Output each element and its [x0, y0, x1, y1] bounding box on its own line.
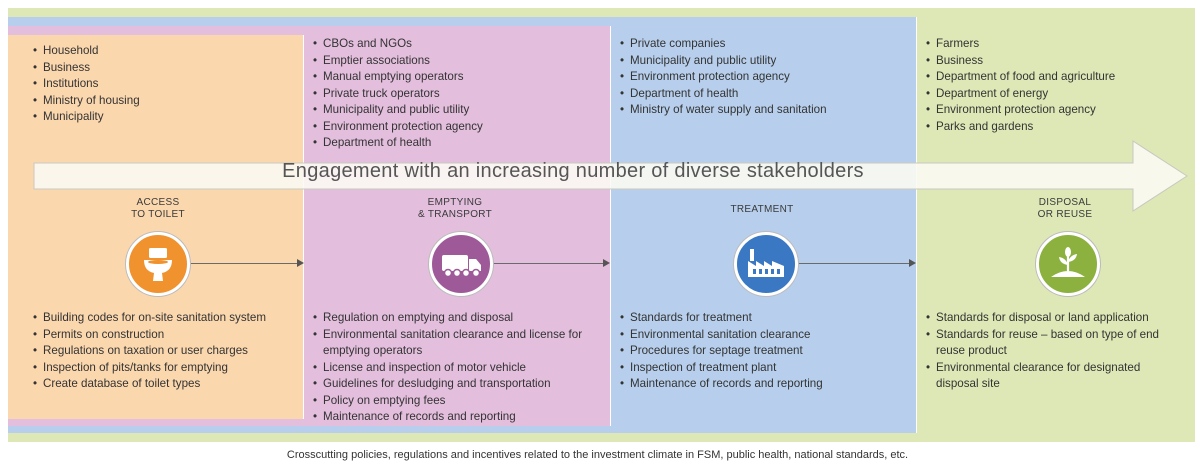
list-item: Private truck operators	[313, 86, 483, 103]
stage-title-emptying: EMPTYING & TRANSPORT	[390, 197, 520, 221]
flow-arrowhead	[909, 259, 916, 267]
list-item: Environmental clearance for designated d…	[926, 360, 1176, 393]
list-item: Emptier associations	[313, 53, 483, 70]
panel-divider	[610, 26, 611, 426]
panel-divider	[916, 17, 917, 433]
list-item: Environment protection agency	[926, 102, 1115, 119]
list-item: Farmers	[926, 36, 1115, 53]
plant-icon	[1036, 232, 1100, 296]
stage-title-line: EMPTYING	[427, 197, 483, 208]
flow-line	[795, 263, 909, 264]
stakeholder-engagement-arrow	[33, 140, 1188, 212]
regulation-list-emptying: Regulation on emptying and disposal Envi…	[313, 310, 600, 426]
list-item: CBOs and NGOs	[313, 36, 483, 53]
list-item: Department of health	[313, 135, 483, 152]
list-item: Ministry of water supply and sanitation	[620, 102, 827, 119]
list-item: Municipality	[33, 109, 140, 126]
flow-arrowhead	[603, 259, 610, 267]
list-item: Department of energy	[926, 86, 1115, 103]
list-item: Environment protection agency	[313, 119, 483, 136]
list-item: Department of food and agriculture	[926, 69, 1115, 86]
stage-title-line: TO TOILET	[131, 209, 185, 220]
regulation-list-access: Building codes for on-site sanitation sy…	[33, 310, 266, 393]
banner-text: Engagement with an increasing number of …	[282, 160, 864, 182]
stage-title-treatment: TREATMENT	[697, 204, 827, 216]
list-item: Maintenance of records and reporting	[620, 376, 823, 393]
list-item: Regulation on emptying and disposal	[313, 310, 600, 327]
stakeholder-list-access: Household Business Institutions Ministry…	[33, 43, 140, 126]
stage-title-line: ACCESS	[136, 197, 180, 208]
list-item: Institutions	[33, 76, 140, 93]
list-item: Parks and gardens	[926, 119, 1115, 136]
list-item: Business	[926, 53, 1115, 70]
list-item: Private companies	[620, 36, 827, 53]
stage-title-line: OR REUSE	[1037, 209, 1093, 220]
list-item: Building codes for on-site sanitation sy…	[33, 310, 266, 327]
list-item: Department of health	[620, 86, 827, 103]
stage-title-line: TREATMENT	[730, 204, 794, 215]
list-item: Environmental sanitation clearance	[620, 327, 823, 344]
list-item: Standards for disposal or land applicati…	[926, 310, 1176, 327]
footer-caption: Crosscutting policies, regulations and i…	[286, 449, 909, 461]
flow-line	[489, 263, 603, 264]
list-item: Environment protection agency	[620, 69, 827, 86]
list-item: Ministry of housing	[33, 93, 140, 110]
list-item: Procedures for septage treatment	[620, 343, 823, 360]
list-item: Manual emptying operators	[313, 69, 483, 86]
flow-arrowhead	[297, 259, 304, 267]
stakeholder-list-disposal: Farmers Business Department of food and …	[926, 36, 1115, 135]
stage-title-access: ACCESS TO TOILET	[93, 197, 223, 221]
list-item: Municipality and public utility	[620, 53, 827, 70]
stage-title-line: DISPOSAL	[1038, 197, 1092, 208]
list-item: Environmental sanitation clearance and l…	[313, 327, 600, 360]
stage-title-line: & TRANSPORT	[417, 209, 493, 220]
regulation-list-treatment: Standards for treatment Environmental sa…	[620, 310, 823, 393]
list-item: Maintenance of records and reporting	[313, 409, 600, 426]
list-item: Standards for treatment	[620, 310, 823, 327]
list-item: Inspection of pits/tanks for emptying	[33, 360, 266, 377]
list-item: Regulations on taxation or user charges	[33, 343, 266, 360]
toilet-icon	[126, 232, 190, 296]
stakeholder-list-treatment: Private companies Municipality and publi…	[620, 36, 827, 119]
list-item: Create database of toilet types	[33, 376, 266, 393]
list-item: Permits on construction	[33, 327, 266, 344]
panel-divider	[303, 35, 304, 419]
list-item: Guidelines for desludging and transporta…	[313, 376, 600, 393]
flow-line	[185, 263, 297, 264]
list-item: Policy on emptying fees	[313, 393, 600, 410]
regulation-list-disposal: Standards for disposal or land applicati…	[926, 310, 1176, 393]
list-item: License and inspection of motor vehicle	[313, 360, 600, 377]
stage-title-disposal: DISPOSAL OR REUSE	[1000, 197, 1130, 221]
list-item: Standards for reuse – based on type of e…	[926, 327, 1176, 360]
stakeholder-list-emptying: CBOs and NGOs Emptier associations Manua…	[313, 36, 483, 152]
list-item: Municipality and public utility	[313, 102, 483, 119]
factory-icon	[734, 232, 798, 296]
truck-icon	[429, 232, 493, 296]
list-item: Business	[33, 60, 140, 77]
list-item: Household	[33, 43, 140, 60]
list-item: Inspection of treatment plant	[620, 360, 823, 377]
